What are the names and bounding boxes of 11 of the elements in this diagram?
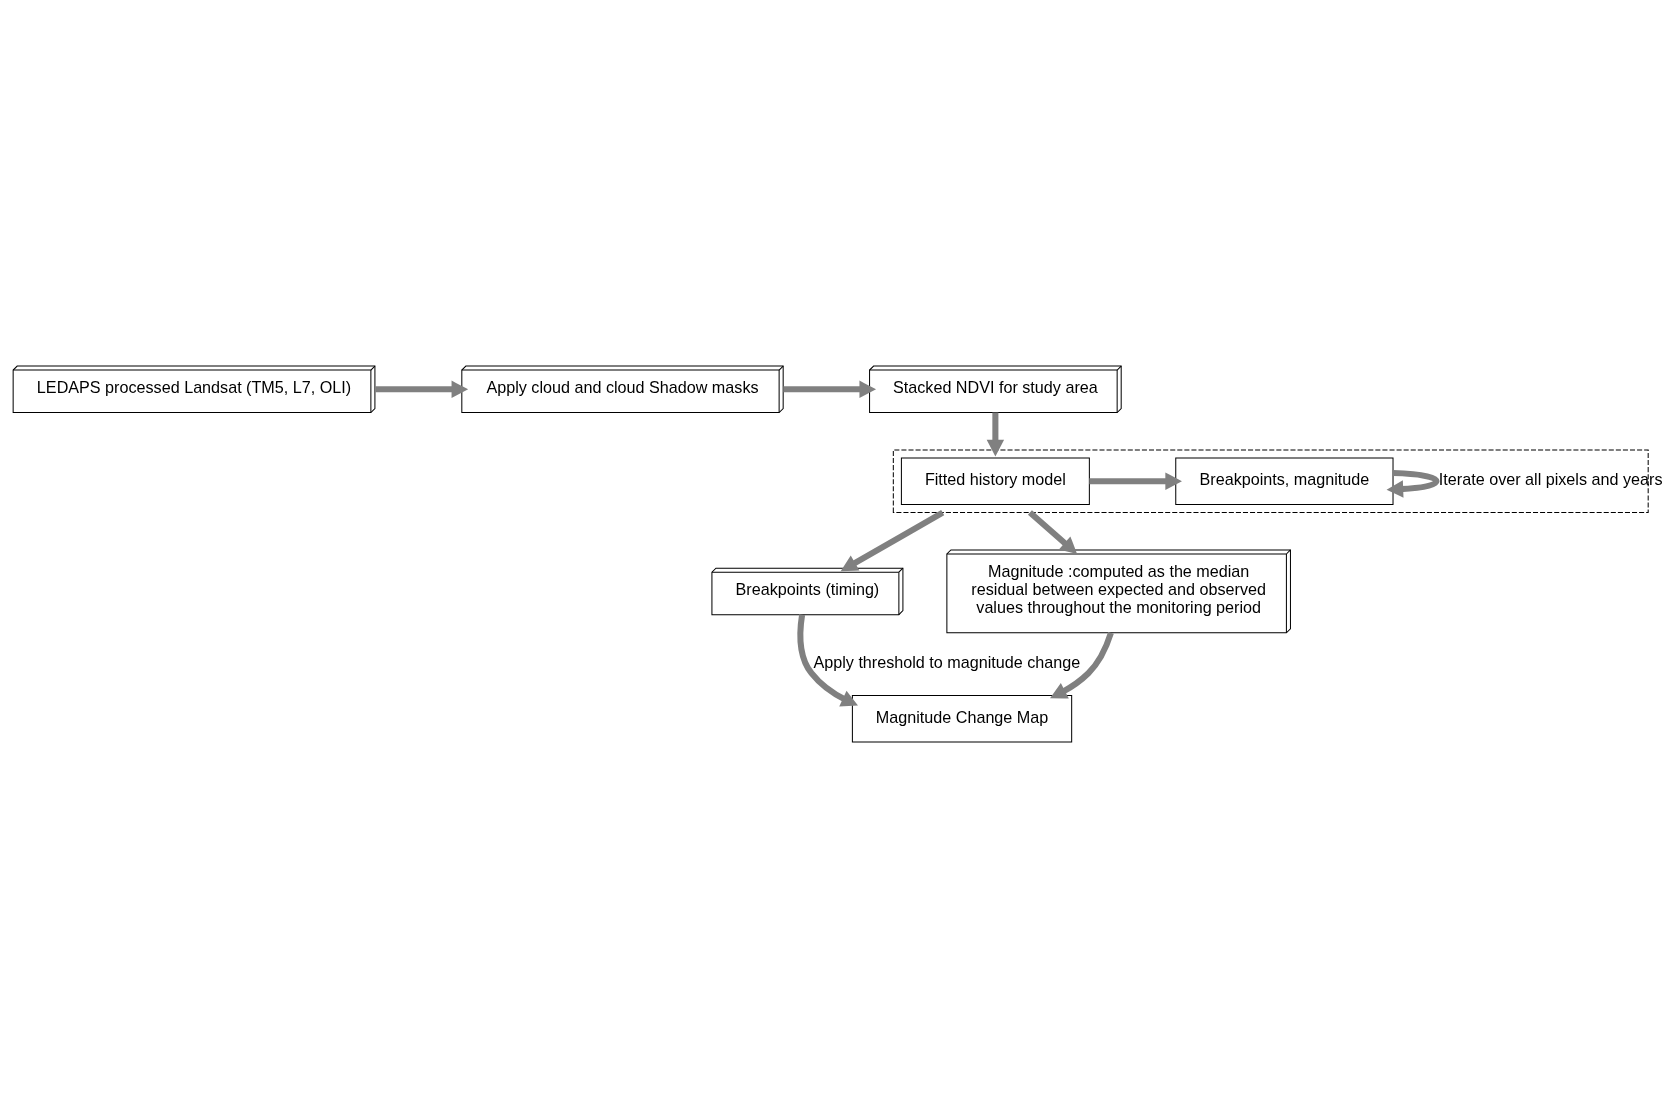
arrow: [797, 613, 858, 707]
arrow: [375, 380, 469, 398]
arrow: [1089, 472, 1182, 490]
arrow: [1050, 631, 1114, 699]
node-box: Magnitude Change Map: [851, 694, 1073, 742]
arrow: [986, 412, 1005, 456]
node-box: Fitted history model: [900, 457, 1090, 505]
arrow: [783, 380, 877, 398]
edge-label: Apply threshold to magnitude change: [813, 652, 1081, 671]
node-box: Breakpoints, magnitude: [1175, 457, 1394, 505]
edge-label: Iterate over all pixels and years: [1438, 469, 1663, 488]
